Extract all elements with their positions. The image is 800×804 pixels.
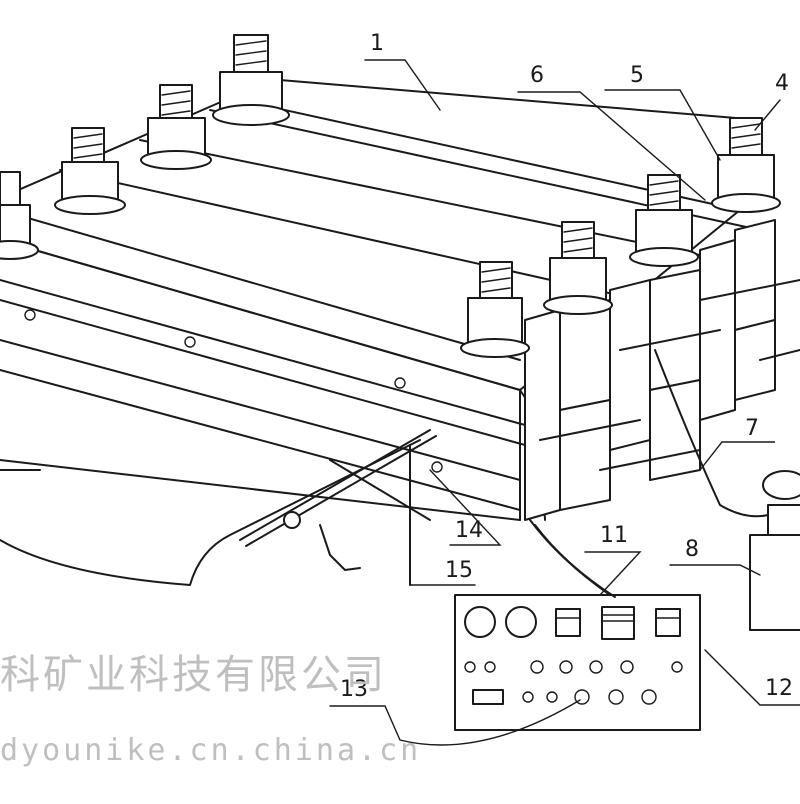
callout-14: 14 <box>455 518 483 543</box>
bolt <box>460 261 530 358</box>
callout-8: 8 <box>685 537 699 562</box>
i-beam-stacks <box>524 219 800 521</box>
watermark: 科矿业科技有限公司 dyounike.cn.china.cn <box>0 652 421 768</box>
bolt <box>711 117 781 213</box>
bolt <box>212 34 290 126</box>
callout-6: 6 <box>530 63 544 88</box>
callout-4: 4 <box>775 71 789 96</box>
callout-1: 1 <box>370 31 384 56</box>
crank-lever <box>239 429 437 586</box>
bolts <box>0 34 781 358</box>
callout-5: 5 <box>630 63 644 88</box>
bolt <box>629 174 699 267</box>
bolt <box>140 84 212 170</box>
callout-13: 13 <box>340 677 368 702</box>
callout-15: 15 <box>445 558 473 583</box>
callout-7: 7 <box>745 416 759 441</box>
bolt <box>543 221 613 315</box>
control-box <box>454 594 701 731</box>
pump-unit <box>749 470 800 631</box>
plate-holes <box>24 309 443 473</box>
bolt <box>0 171 39 260</box>
callout-12: 12 <box>765 676 793 701</box>
callout-labels: 1 4 5 6 7 8 11 12 13 14 15 <box>340 31 793 702</box>
callout-11: 11 <box>600 523 628 548</box>
watermark-company: 科矿业科技有限公司 <box>0 652 387 698</box>
bolt <box>54 127 126 215</box>
leader-lines <box>329 59 800 746</box>
watermark-domain: dyounike.cn.china.cn <box>0 733 421 768</box>
